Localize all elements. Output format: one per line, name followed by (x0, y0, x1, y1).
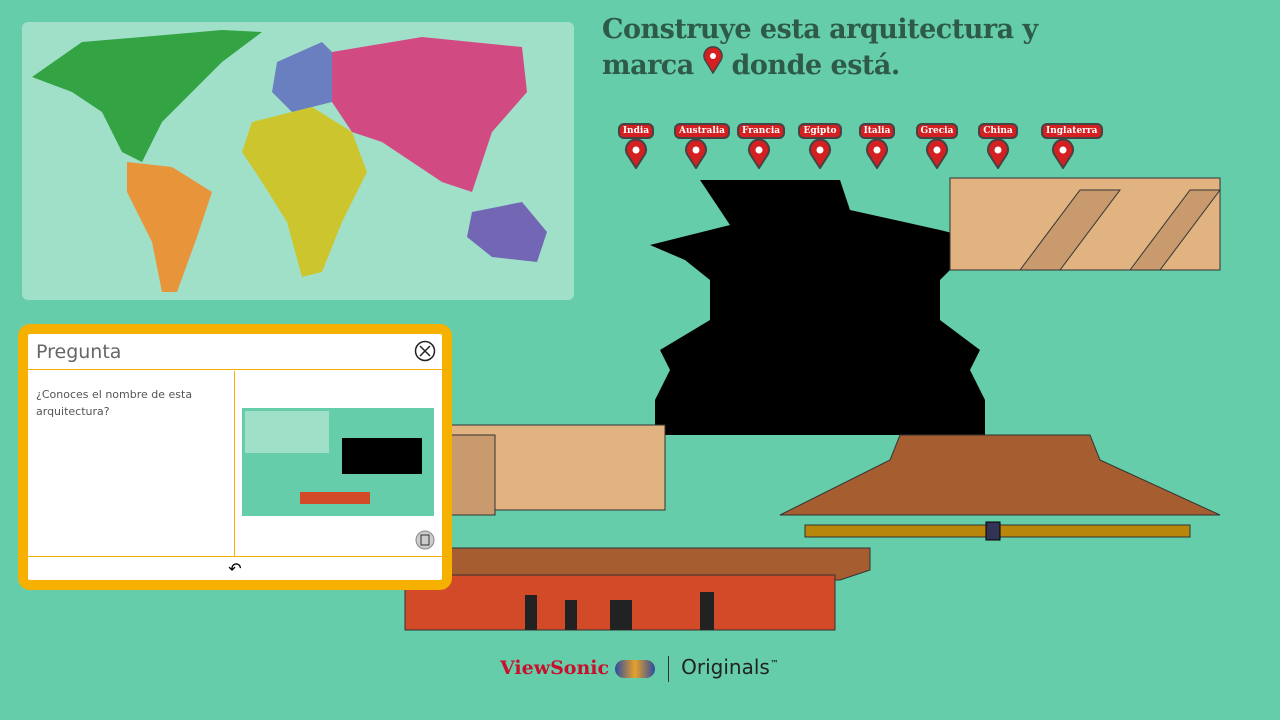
oceania (467, 202, 547, 262)
pagoda-silhouette (650, 180, 1000, 435)
pin-label: Egipto (798, 123, 842, 139)
pin-inglaterra[interactable]: Inglaterra (1041, 118, 1103, 169)
pin-italia[interactable]: Italia (855, 118, 899, 169)
pin-icon (748, 139, 770, 169)
south-america (127, 162, 212, 292)
question-text: ¿Conoces el nombre de esta arquitectura? (36, 388, 193, 418)
pin-icon (625, 139, 647, 169)
pin-egipto[interactable]: Egipto (798, 118, 842, 169)
pin-label: India (617, 123, 655, 139)
undo-icon: ↶ (228, 559, 242, 578)
brand-name: ViewSonic (500, 657, 610, 679)
pin-label: Francia (737, 123, 786, 139)
screenshot-thumbnail[interactable] (242, 408, 434, 516)
wall-piece-2 (439, 424, 666, 516)
world-map (22, 22, 574, 300)
pin-icon (685, 139, 707, 169)
europe (272, 42, 342, 112)
pin-icon (866, 139, 888, 169)
divider (667, 655, 669, 682)
pin-australia[interactable]: Australia (674, 118, 730, 169)
pin-label: Inglaterra (1041, 123, 1103, 139)
africa (242, 107, 367, 277)
title-line-1: Construye esta arquitectura y (602, 14, 1038, 45)
pin-icon (926, 139, 948, 169)
trash-icon[interactable] (415, 530, 435, 550)
dialog-title: Pregunta (28, 334, 442, 370)
asia (332, 37, 527, 192)
roof-piece (779, 434, 1221, 541)
pin-francia[interactable]: Francia (737, 118, 786, 169)
pin-india[interactable]: India (614, 118, 658, 169)
hall-piece (404, 547, 871, 631)
pin-label: China (978, 123, 1018, 139)
pin-label: Grecia (915, 123, 959, 139)
pin-icon (987, 139, 1009, 169)
footer-logo: ViewSonic Originals™ (500, 655, 779, 682)
page-title: Construye esta arquitectura y marca dond… (602, 14, 1038, 82)
product-name: Originals (681, 655, 770, 679)
pin-china[interactable]: China (976, 118, 1020, 169)
north-america (32, 30, 262, 162)
architecture-pieces[interactable] (400, 170, 1230, 635)
trademark: ™ (769, 659, 779, 670)
pin-icon (1052, 139, 1074, 169)
undo-button[interactable]: ↶ (28, 556, 442, 581)
birds-logo-icon (615, 659, 656, 678)
close-circle-icon[interactable] (414, 340, 436, 362)
title-text-a: marca (602, 50, 694, 81)
pin-label: Italia (858, 123, 896, 139)
pin-icon (809, 139, 831, 169)
pin-label: Australia (674, 123, 730, 139)
divider (234, 371, 235, 557)
title-text-b: donde está. (731, 50, 901, 81)
question-dialog: Pregunta ¿Conoces el nombre de esta arqu… (18, 324, 452, 590)
wall-piece-1 (949, 177, 1221, 271)
pin-grecia[interactable]: Grecia (915, 118, 959, 169)
title-line-2: marca donde está. (602, 46, 1038, 82)
pin-icon (702, 46, 723, 75)
